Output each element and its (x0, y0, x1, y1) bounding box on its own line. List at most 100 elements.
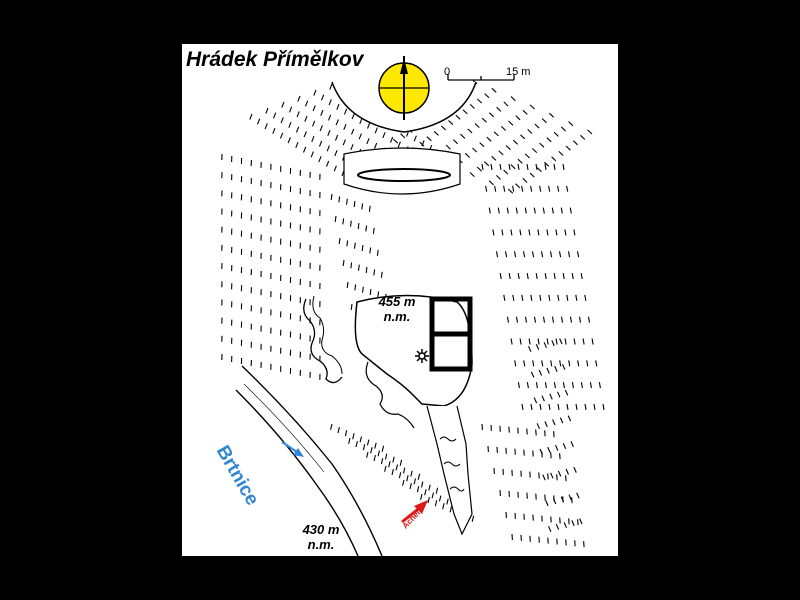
hachure-mark (440, 125, 447, 131)
hachure-mark (579, 518, 583, 525)
hachure-mark (510, 229, 513, 236)
hachure-mark (543, 342, 548, 349)
hachure-mark (513, 251, 517, 258)
hachure-mark (584, 403, 587, 410)
hachure-mark (541, 451, 543, 458)
hachure-mark (591, 338, 594, 345)
hachure-mark (535, 343, 540, 350)
west-rock-ridge-2 (365, 361, 415, 429)
hachure-mark (402, 467, 406, 474)
hachure-mark (561, 363, 566, 370)
hachure-mark (472, 147, 478, 153)
hachure-mark (348, 437, 351, 444)
hachure-mark (536, 423, 541, 430)
hachure-mark (350, 262, 353, 269)
hachure-mark (546, 137, 552, 143)
hachure-mark (559, 338, 563, 345)
hachure-mark (318, 156, 322, 163)
hachure-mark (426, 136, 432, 142)
hachure-mark (442, 503, 445, 510)
hachure-mark (361, 286, 364, 293)
hachure-mark (311, 135, 315, 143)
hachure-mark (380, 458, 384, 465)
hachure-mark (557, 470, 562, 477)
hachure-mark (551, 207, 554, 214)
hachure-mark (553, 131, 559, 137)
hachure-mark (369, 247, 372, 254)
hachure-mark (582, 338, 585, 345)
hachure-mark (559, 417, 564, 424)
hachure-mark (529, 172, 535, 178)
hachure-mark (510, 164, 516, 170)
hachure-mark (580, 134, 586, 140)
building-footprint (429, 296, 473, 372)
hachure-mark (544, 163, 547, 170)
hachure-mark (520, 134, 526, 140)
hachure-mark (350, 303, 353, 310)
hachure-mark (288, 106, 293, 113)
hachure-mark (435, 487, 439, 494)
hachure-mark (550, 472, 554, 479)
hachure-mark (343, 108, 348, 115)
hachure-mark (338, 196, 341, 203)
hachure-mark (420, 481, 424, 488)
hachure-mark (564, 229, 567, 236)
hachure-mark (571, 520, 575, 527)
hachure-mark (568, 360, 571, 367)
hachure-mark (572, 140, 578, 146)
hachure-mark (333, 165, 337, 172)
hachure-mark (342, 259, 345, 266)
hachure-mark (580, 273, 583, 280)
hachure-mark (488, 112, 495, 118)
hachure-mark (381, 445, 385, 452)
hachure-mark (365, 225, 368, 232)
hachure-mark (334, 150, 338, 157)
hachure-mark (389, 136, 394, 143)
hachure-mark (554, 365, 558, 372)
hachure-mark (577, 519, 579, 526)
hachure-mark (568, 494, 572, 501)
hachure-mark (374, 442, 377, 449)
hachure-mark (373, 269, 376, 276)
elevation-top: 455 m n.m. (372, 294, 422, 324)
hachure-mark (296, 111, 300, 118)
hachure-mark (533, 316, 537, 323)
hachure-mark (310, 151, 314, 158)
hachure-mark (565, 539, 567, 546)
hachure-mark (559, 360, 562, 367)
hachure-mark (517, 158, 523, 164)
hachure-mark (295, 126, 300, 133)
hachure-mark (313, 89, 317, 96)
hachure-mark (438, 495, 442, 502)
hachure-mark (517, 273, 520, 280)
hachure-mark (564, 338, 567, 345)
hachure-mark (556, 391, 561, 398)
hachure-mark (554, 444, 559, 451)
hachure-mark (384, 453, 388, 460)
hachure-mark (376, 249, 379, 256)
hachure-mark (560, 126, 566, 132)
hachure-mark (548, 294, 551, 301)
hachure-mark (559, 517, 561, 524)
hachure-mark (523, 360, 526, 367)
hachure-mark (398, 472, 402, 479)
elevation-top-unit: n.m. (383, 309, 411, 324)
hachure-mark (303, 131, 307, 138)
path-arrow-icon (401, 500, 428, 524)
hachure-mark (342, 139, 346, 146)
hachure-mark (541, 118, 547, 124)
hachure-mark (580, 382, 583, 389)
hachure-mark (559, 453, 561, 460)
hachure-mark (528, 338, 531, 345)
hachure-mark (280, 117, 284, 124)
hachure-mark (553, 163, 556, 170)
scale-start: 0 (444, 66, 451, 78)
hachure-mark (494, 185, 497, 192)
hachure-mark (552, 419, 556, 426)
hachure-mark (541, 360, 544, 367)
hachure-mark (542, 316, 546, 323)
hachure-mark (462, 109, 468, 115)
site-plan (221, 56, 605, 556)
hachure-mark (346, 240, 349, 247)
hachure-mark (326, 145, 330, 152)
